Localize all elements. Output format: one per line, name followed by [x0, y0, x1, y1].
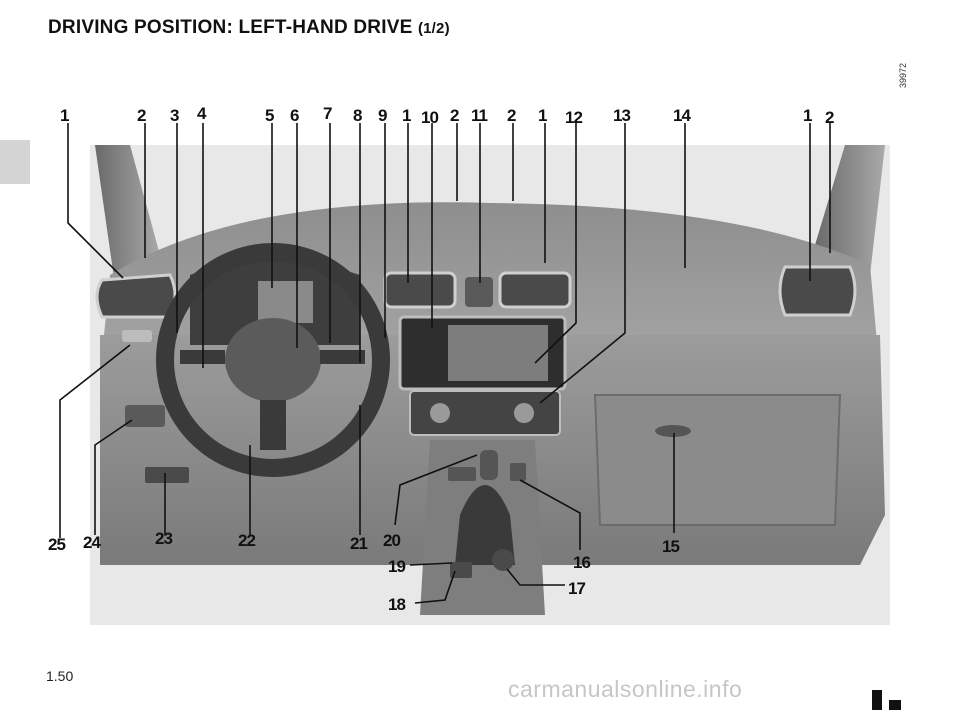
- light-switch: [122, 330, 152, 342]
- multimedia-screen: [448, 325, 548, 381]
- steering-wheel: [156, 243, 390, 477]
- gear-lever-boot: [455, 485, 515, 565]
- callout-22: 22: [238, 531, 255, 550]
- callout-1: 1: [402, 106, 411, 125]
- callout-13: 13: [613, 106, 630, 125]
- callout-6: 6: [290, 106, 299, 125]
- callout-7: 7: [323, 104, 332, 123]
- figure-reference-number: 39972: [898, 62, 908, 88]
- callout-15: 15: [662, 537, 679, 556]
- glovebox-handle: [655, 425, 691, 437]
- page-corner-mark: [872, 690, 882, 710]
- callout-1: 1: [538, 106, 547, 125]
- callout-10: 10: [421, 108, 438, 127]
- usb-socket: [450, 562, 472, 578]
- watermark: carmanualsonline.info: [508, 676, 743, 702]
- callout-4: 4: [197, 104, 207, 123]
- left-climate-knob: [430, 403, 450, 423]
- callout-23: 23: [155, 529, 172, 548]
- callout-2: 2: [507, 106, 516, 125]
- callout-5: 5: [265, 106, 274, 125]
- callout-1: 1: [803, 106, 812, 125]
- callout-numbers: 1 2 3 4 5 6 7 8 9 1 10 2 11 2 1 12 13 14…: [48, 104, 835, 614]
- parking-brake: [510, 463, 526, 481]
- callout-1: 1: [60, 106, 69, 125]
- glovebox: [593, 394, 842, 526]
- callout-3: 3: [170, 106, 179, 125]
- gear-knob: [480, 450, 498, 480]
- left-pillar: [95, 145, 160, 285]
- callout-18: 18: [388, 595, 405, 614]
- callout-2: 2: [450, 106, 459, 125]
- right-climate-knob: [514, 403, 534, 423]
- dashboard-illustration: 1 2 3 4 5 6 7 8 9 1 10 2 11 2 1 12 13 14…: [48, 104, 890, 625]
- callout-20: 20: [383, 531, 400, 550]
- right-pillar: [815, 145, 885, 275]
- page-number: 1.50: [46, 668, 74, 684]
- callout-19: 19: [388, 557, 405, 576]
- accessory-socket: [492, 549, 514, 571]
- section-tab: [0, 140, 30, 184]
- callout-11: 11: [471, 106, 488, 125]
- callout-21: 21: [350, 534, 367, 553]
- right-spoke: [320, 350, 365, 364]
- callout-8: 8: [353, 106, 362, 125]
- left-switch-panel: [125, 405, 165, 427]
- leader-lines: [59, 123, 831, 604]
- title-part: (1/2): [417, 20, 450, 37]
- callout-16: 16: [573, 553, 590, 572]
- steering-hub: [225, 318, 321, 402]
- cluster-display: [258, 281, 313, 323]
- centre-left-vent: [383, 271, 457, 309]
- lower-switch-panel: [145, 467, 189, 483]
- callout-17: 17: [568, 579, 585, 598]
- callout-14: 14: [673, 106, 691, 125]
- callout-2: 2: [825, 108, 834, 127]
- title-text: DRIVING POSITION: LEFT-HAND DRIVE: [48, 17, 413, 38]
- lower-spoke: [260, 400, 286, 450]
- callout-12: 12: [565, 108, 582, 127]
- left-air-vent: [95, 273, 177, 319]
- console-switch: [448, 467, 476, 481]
- callout-24: 24: [83, 533, 101, 552]
- right-air-vent: [778, 265, 857, 317]
- hazard-switch: [465, 277, 493, 307]
- callout-25: 25: [48, 535, 65, 554]
- centre-right-vent: [498, 271, 572, 309]
- callout-9: 9: [378, 106, 387, 125]
- climate-panel: [409, 390, 561, 436]
- page-bookmark-mark: [889, 700, 901, 710]
- page-title: DRIVING POSITION: LEFT-HAND DRIVE (1/2): [48, 17, 450, 39]
- callout-2: 2: [137, 106, 146, 125]
